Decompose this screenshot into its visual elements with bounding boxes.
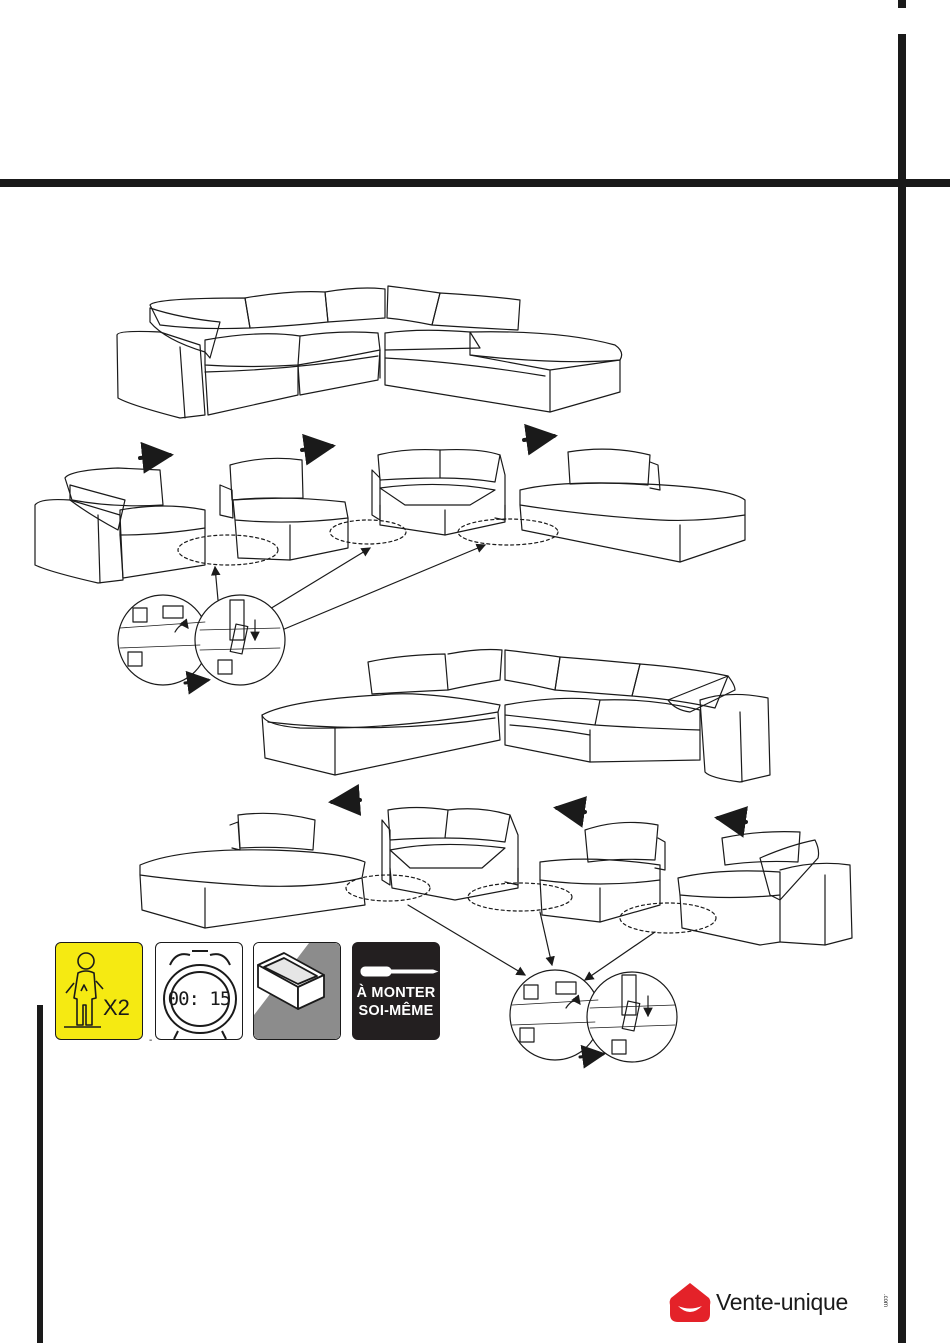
self-assembly-line-2: SOI-MÊME bbox=[353, 1003, 439, 1019]
self-assembly-tile: À MONTER SOI-MÊME bbox=[352, 942, 440, 1040]
house-smile-icon bbox=[668, 1280, 712, 1324]
two-persons-tile: X2 bbox=[55, 942, 143, 1040]
self-assembly-line-1: À MONTER bbox=[353, 985, 439, 1001]
brand-logo: Vente-unique .com bbox=[668, 1280, 898, 1324]
assembly-time-tile: 00: 15 bbox=[155, 942, 243, 1040]
two-person-icon bbox=[56, 943, 143, 1040]
tick-mark: - bbox=[149, 1035, 152, 1046]
open-box-icon bbox=[254, 943, 341, 1040]
box-tile bbox=[253, 942, 341, 1040]
connector-detail-top bbox=[118, 595, 285, 685]
brand-name: Vente-unique bbox=[716, 1289, 848, 1316]
brand-suffix: .com bbox=[882, 1294, 888, 1307]
assembly-time: 00: 15 bbox=[156, 988, 242, 1010]
exploded-modules-top bbox=[35, 436, 745, 635]
assembled-sofa-top bbox=[117, 286, 622, 418]
assembled-sofa-bottom bbox=[262, 650, 770, 783]
exploded-modules-bottom bbox=[140, 800, 852, 980]
connector-detail-bottom bbox=[510, 970, 677, 1062]
persons-count: X2 bbox=[103, 995, 130, 1021]
